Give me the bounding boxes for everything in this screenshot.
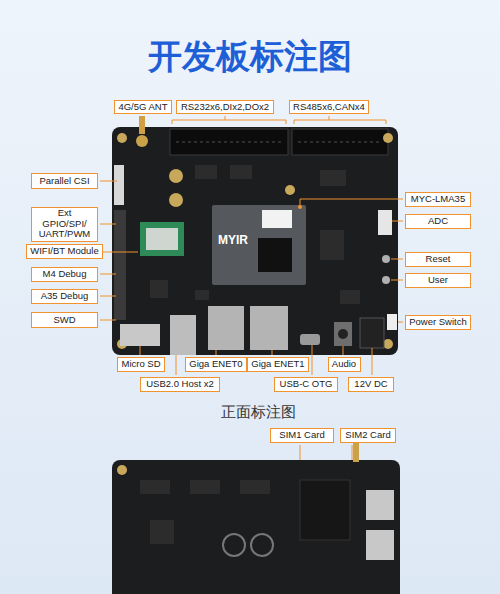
callout-box: Micro SD — [117, 357, 165, 372]
callout-box: SWD — [31, 312, 98, 328]
ethernet-port — [250, 306, 288, 350]
m2-slot — [300, 480, 350, 540]
csi-connector — [114, 165, 124, 205]
wifi-shield — [146, 228, 178, 250]
callout-text: USB2.0 Host x2 — [146, 379, 214, 390]
sim-slot — [366, 490, 394, 520]
callout-box: 12V DC — [348, 377, 394, 392]
brand-text: MYIR — [218, 233, 248, 247]
callout-box: Giga ENET1 — [247, 357, 309, 372]
callout-text: Ext GPIO/SPI/ UART/PWM — [35, 208, 94, 241]
som-sticker — [262, 210, 292, 228]
callout-box: Giga ENET0 — [185, 357, 247, 372]
callout-box: USB-C OTG — [274, 377, 338, 392]
callout-box: MYC-LMA35 — [405, 192, 471, 207]
callout-box: RS232x6,DIx2,DOx2 — [176, 100, 274, 114]
callout-box: Parallel CSI — [31, 173, 98, 189]
mount-holes — [117, 133, 393, 349]
callout-text: Power Switch — [409, 317, 467, 328]
callout-box: Audio — [328, 357, 361, 372]
usb-c-port — [300, 334, 320, 345]
callout-text: A35 Debug — [41, 291, 89, 302]
callout-text: 4G/5G ANT — [118, 102, 167, 113]
page-title: 开发板标注图 — [0, 36, 500, 77]
callout-text: SIM1 Card — [279, 430, 324, 441]
callout-text: Giga ENET0 — [189, 359, 242, 370]
callout-text: MYC-LMA35 — [411, 194, 465, 205]
callout-text: Reset — [426, 254, 451, 265]
callout-box: USB2.0 Host x2 — [140, 377, 220, 392]
audio-jack — [334, 322, 352, 346]
header — [170, 129, 288, 155]
callout-text: User — [428, 275, 448, 286]
callout-text: RS232x6,DIx2,DOx2 — [181, 102, 269, 113]
callout-text: ADC — [428, 216, 448, 227]
wifi-module — [140, 222, 184, 256]
board — [112, 127, 398, 355]
user-button — [382, 276, 390, 284]
sim-slot — [366, 530, 394, 560]
header — [292, 129, 388, 155]
gpio-header — [114, 210, 126, 320]
callout-box: SIM2 Card — [340, 428, 396, 443]
callout-text: RS485x6,CANx4 — [293, 102, 365, 113]
callout-box: ADC — [405, 214, 471, 229]
chips — [140, 480, 270, 544]
logo-mark — [251, 534, 273, 556]
section-heading: 正面标注图 — [221, 403, 296, 421]
som-module — [212, 205, 306, 285]
reset-button — [382, 255, 390, 263]
chips — [150, 165, 360, 304]
dc-jack — [360, 318, 384, 348]
antenna-connector — [136, 135, 148, 147]
usb-a-ports — [170, 315, 196, 355]
microsd-slot — [120, 324, 160, 346]
callout-box: Power Switch — [405, 315, 471, 330]
callout-box: SIM1 Card — [270, 428, 334, 443]
callout-text: SWD — [53, 315, 75, 326]
power-switch — [387, 314, 397, 330]
cpu-chip — [258, 238, 292, 272]
callout-text: WIFI/BT Module — [30, 246, 98, 257]
callout-text: Parallel CSI — [39, 176, 89, 187]
callout-text: 12V DC — [354, 379, 387, 390]
antenna-stub — [139, 116, 145, 134]
board-back — [112, 460, 400, 594]
callout-box: M4 Debug — [31, 267, 98, 282]
callout-box: 4G/5G ANT — [114, 100, 172, 114]
callout-text: M4 Debug — [43, 269, 87, 280]
callout-text: SIM2 Card — [345, 430, 390, 441]
callout-box: User — [405, 273, 471, 288]
callout-box: RS485x6,CANx4 — [289, 100, 369, 114]
callout-text: Giga ENET1 — [251, 359, 304, 370]
callout-text: USB-C OTG — [280, 379, 333, 390]
adc-header — [378, 210, 392, 235]
callout-text: Micro SD — [121, 359, 160, 370]
callout-box: A35 Debug — [31, 289, 98, 304]
callout-box: Reset — [405, 252, 471, 267]
header-pins — [176, 141, 382, 143]
callout-box: Ext GPIO/SPI/ UART/PWM — [31, 207, 98, 242]
audio-hole — [338, 329, 348, 339]
mount-hole — [117, 465, 127, 475]
ethernet-port — [208, 306, 244, 350]
logo-mark — [223, 534, 245, 556]
callout-text: Audio — [332, 359, 356, 370]
callout-box: WIFI/BT Module — [26, 244, 103, 259]
